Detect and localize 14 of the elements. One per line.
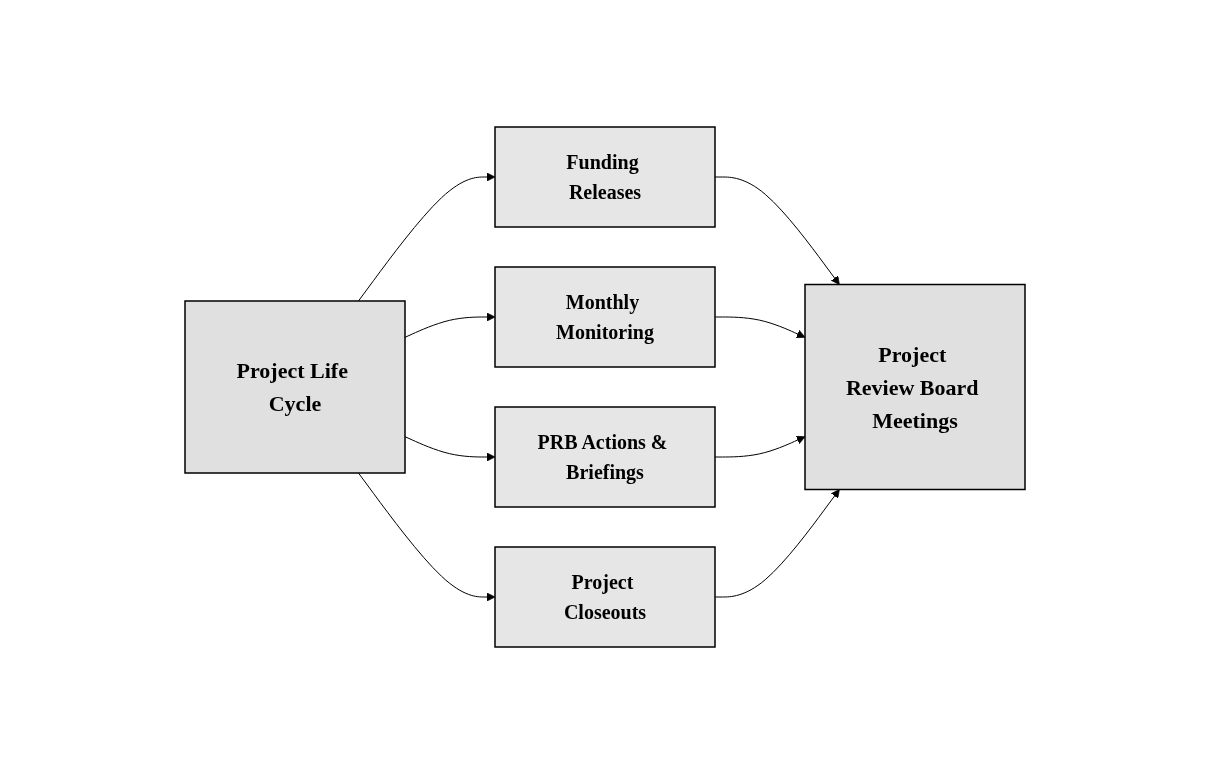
arrow <box>404 436 495 462</box>
node-box: Funding Releases <box>493 126 716 228</box>
arrow <box>404 312 495 338</box>
node-box: Project Closeouts <box>493 546 716 648</box>
arrow <box>714 316 805 339</box>
node-box: Project Review Board Meetings <box>803 283 1026 491</box>
arrow <box>357 172 495 302</box>
arrow <box>714 435 805 458</box>
arrow <box>714 176 840 285</box>
node-box: PRB Actions & Briefings <box>493 406 716 508</box>
arrow <box>714 489 840 598</box>
arrow <box>357 472 495 602</box>
node-box: Project Life Cycle <box>183 300 406 474</box>
node-box: Monthly Monitoring <box>493 266 716 368</box>
